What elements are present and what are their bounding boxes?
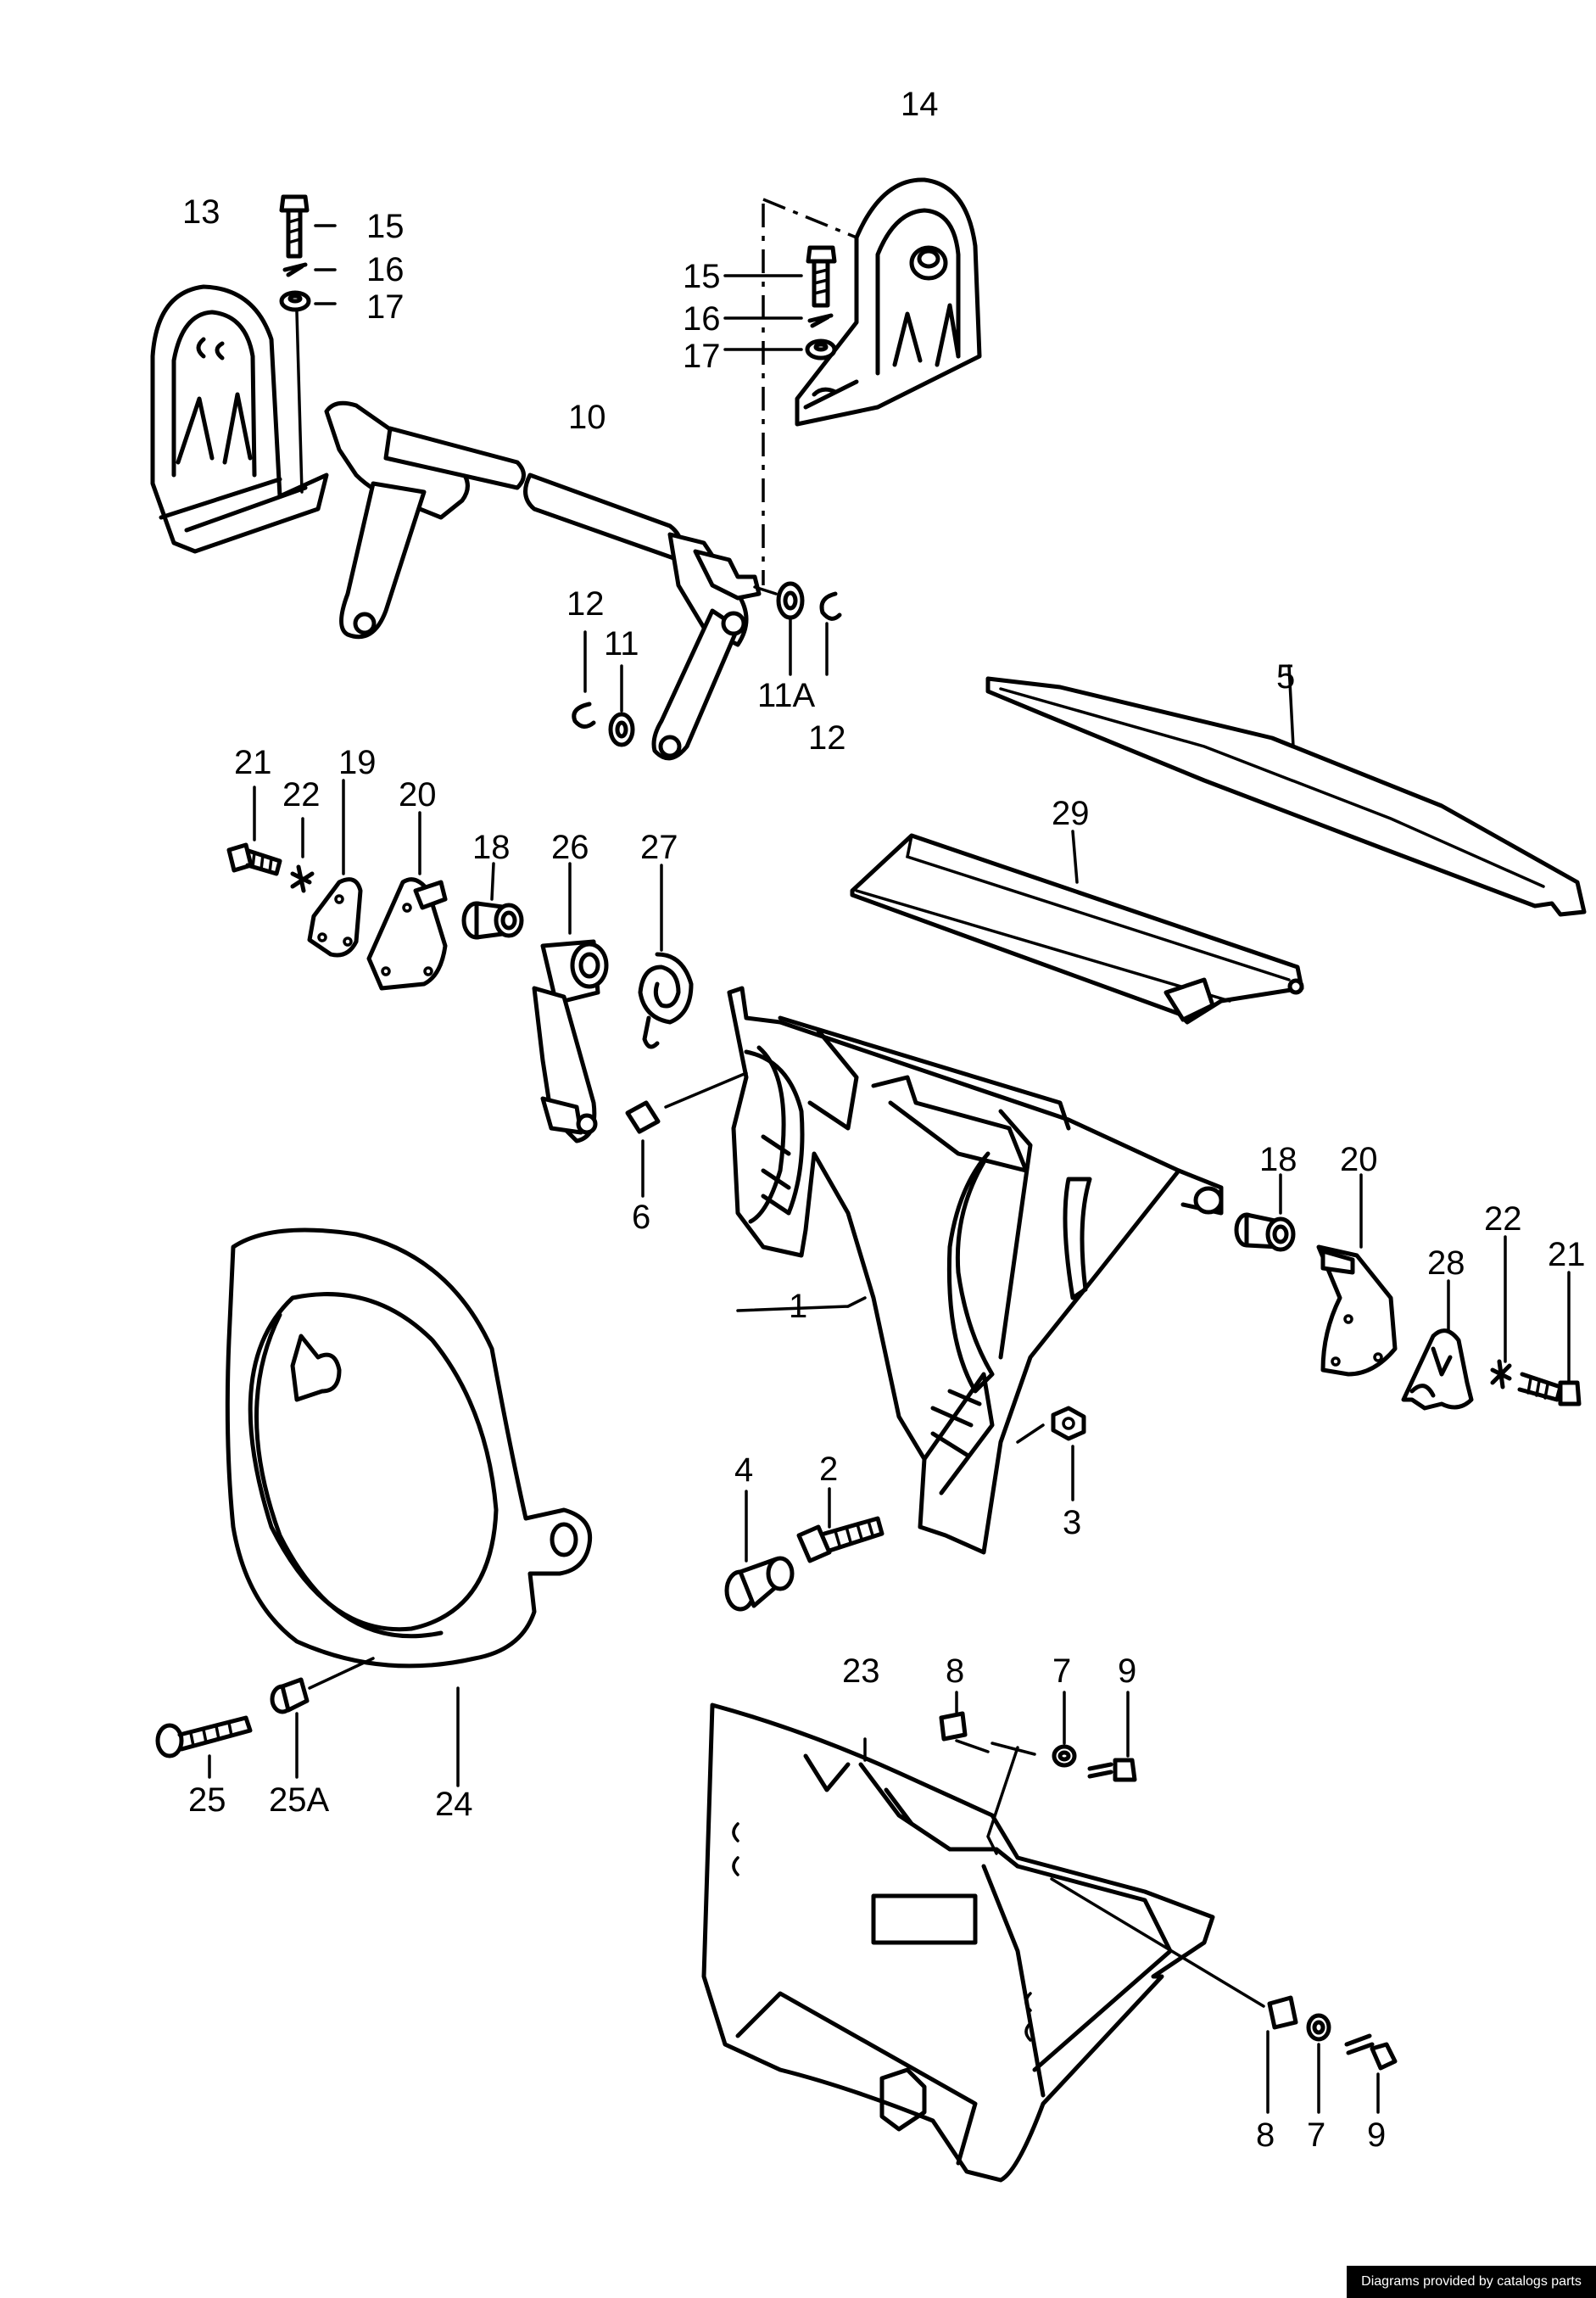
label-1: 1 bbox=[789, 1288, 807, 1325]
parts-7-8-9-bottom bbox=[1050, 1877, 1398, 2114]
label-16-right: 16 bbox=[683, 300, 721, 338]
label-19: 19 bbox=[338, 744, 377, 781]
label-13: 13 bbox=[182, 193, 220, 231]
fastener-stack-right bbox=[723, 198, 857, 585]
label-2: 2 bbox=[819, 1451, 838, 1488]
label-6: 6 bbox=[632, 1199, 650, 1236]
part-14-bracket bbox=[795, 177, 982, 427]
label-12-left: 12 bbox=[566, 585, 605, 623]
label-29: 29 bbox=[1052, 795, 1090, 832]
label-21-left: 21 bbox=[234, 744, 272, 781]
label-25a: 25A bbox=[269, 1781, 329, 1819]
part-6-nut bbox=[625, 1071, 748, 1198]
label-14: 14 bbox=[901, 86, 939, 123]
label-12-right: 12 bbox=[808, 719, 846, 757]
label-9-bottom: 9 bbox=[1367, 2116, 1386, 2154]
label-8-bottom: 8 bbox=[1256, 2116, 1275, 2154]
label-11: 11 bbox=[604, 625, 639, 663]
label-17-left: 17 bbox=[366, 288, 405, 326]
part-29-rail bbox=[850, 830, 1304, 1025]
label-22-right: 22 bbox=[1484, 1200, 1522, 1238]
label-25: 25 bbox=[188, 1781, 226, 1819]
parts-25 bbox=[155, 1657, 375, 1779]
label-21-right: 21 bbox=[1548, 1236, 1586, 1273]
right-pivot-assembly bbox=[1234, 1173, 1582, 1411]
label-3: 3 bbox=[1063, 1504, 1081, 1541]
part-13-bracket bbox=[150, 284, 329, 554]
label-23: 23 bbox=[842, 1652, 880, 1690]
label-16-left: 16 bbox=[366, 251, 405, 288]
label-7-top: 7 bbox=[1052, 1652, 1071, 1690]
part-24-housing bbox=[225, 1227, 593, 1787]
label-7-bottom: 7 bbox=[1307, 2116, 1325, 2154]
label-9-top: 9 bbox=[1118, 1652, 1136, 1690]
label-26: 26 bbox=[551, 829, 589, 866]
label-10: 10 bbox=[568, 399, 606, 436]
label-18-right: 18 bbox=[1259, 1141, 1297, 1178]
label-18-left: 18 bbox=[472, 829, 511, 866]
label-20-right: 20 bbox=[1340, 1141, 1378, 1178]
footer-credit: Diagrams provided by catalogs parts bbox=[1347, 2266, 1596, 2298]
part-10-shaft bbox=[324, 400, 762, 761]
part-5-strip bbox=[985, 664, 1587, 917]
parts-7-8-9-top bbox=[939, 1691, 1137, 1782]
label-28: 28 bbox=[1427, 1244, 1465, 1282]
label-17-right: 17 bbox=[683, 338, 721, 375]
fastener-stack-left bbox=[279, 194, 337, 494]
part-1-frame bbox=[727, 986, 1224, 1555]
label-5: 5 bbox=[1276, 658, 1295, 696]
part-23-lower-housing bbox=[701, 1703, 1215, 2183]
washers-11-12 bbox=[572, 581, 842, 747]
label-8-top: 8 bbox=[946, 1652, 964, 1690]
label-11a: 11A bbox=[757, 677, 816, 714]
label-20-left: 20 bbox=[399, 776, 437, 814]
label-24: 24 bbox=[435, 1786, 473, 1823]
label-15-right: 15 bbox=[683, 258, 721, 295]
label-4: 4 bbox=[734, 1451, 753, 1489]
label-15-left: 15 bbox=[366, 208, 405, 245]
label-27: 27 bbox=[640, 829, 678, 866]
label-22-left: 22 bbox=[282, 776, 321, 814]
left-pivot-assembly bbox=[226, 779, 694, 1143]
callout-labels: 1 2 3 4 5 6 7 7 8 8 9 9 10 11 11A 12 12 … bbox=[182, 86, 1586, 2154]
parts-2-3-4 bbox=[724, 1406, 1086, 1612]
